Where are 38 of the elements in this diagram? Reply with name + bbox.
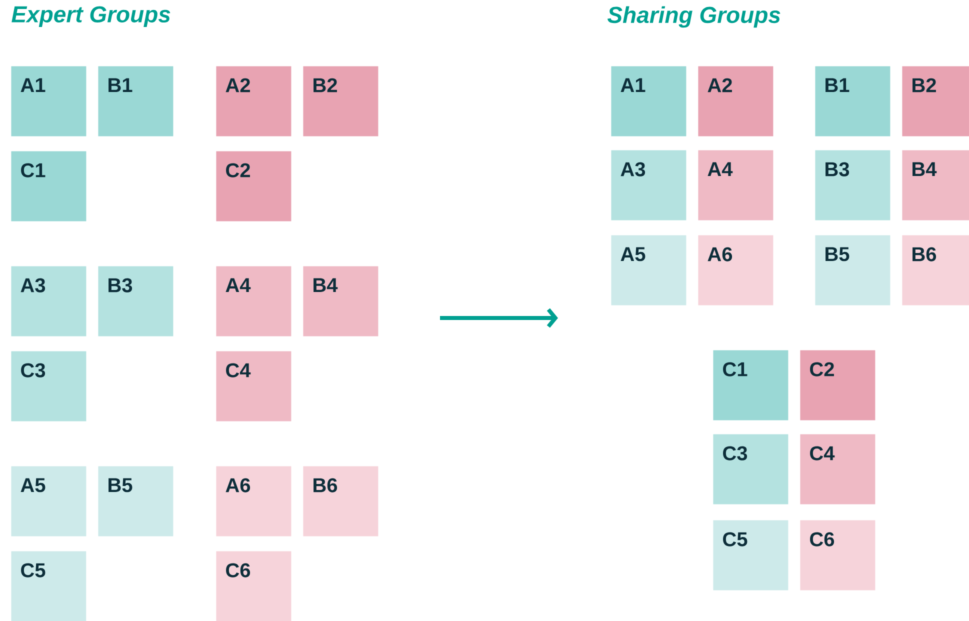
sticky-note: A1 [611, 66, 686, 136]
sticky-note: A3 [11, 266, 86, 336]
sticky-note: B3 [98, 266, 174, 336]
sticky-note: C3 [11, 351, 86, 422]
sticky-note: C2 [800, 350, 876, 420]
heading: Expert Groups [12, 6, 170, 28]
sticky-note: B2 [303, 66, 378, 136]
sticky-note: C6 [800, 520, 876, 590]
sticky-note: A3 [611, 150, 686, 220]
sticky-note: C5 [11, 551, 86, 621]
sticky-note: B5 [98, 466, 174, 536]
sticky-note: B1 [815, 66, 890, 136]
sticky-note: A4 [698, 150, 774, 220]
sticky-note: B6 [303, 466, 378, 536]
sticky-note: C1 [713, 350, 788, 420]
sticky-note: A6 [216, 466, 292, 536]
sticky-note: C2 [216, 151, 292, 222]
sticky-note: A1 [11, 66, 86, 136]
sticky-note: A5 [611, 235, 686, 306]
sticky-note: A2 [698, 66, 774, 136]
sticky-note: A4 [216, 266, 292, 336]
sticky-note: B6 [902, 235, 969, 306]
sticky-note: C1 [11, 151, 86, 222]
sticky-note: B2 [902, 66, 969, 136]
sticky-note: C4 [216, 351, 292, 422]
sticky-note: B4 [303, 266, 378, 336]
sticky-note: A5 [11, 466, 86, 536]
sticky-note: C5 [713, 520, 788, 590]
sticky-note: C6 [216, 551, 292, 621]
sticky-note: C3 [713, 434, 788, 504]
sticky-note: C4 [800, 434, 876, 504]
sticky-note: A6 [698, 235, 774, 306]
sticky-note: B1 [98, 66, 174, 136]
sticky-note: B5 [815, 235, 890, 306]
sticky-note: B4 [902, 150, 969, 220]
heading: Sharing Groups [607, 6, 780, 28]
sticky-note: B3 [815, 150, 890, 220]
sticky-note: A2 [216, 66, 292, 136]
